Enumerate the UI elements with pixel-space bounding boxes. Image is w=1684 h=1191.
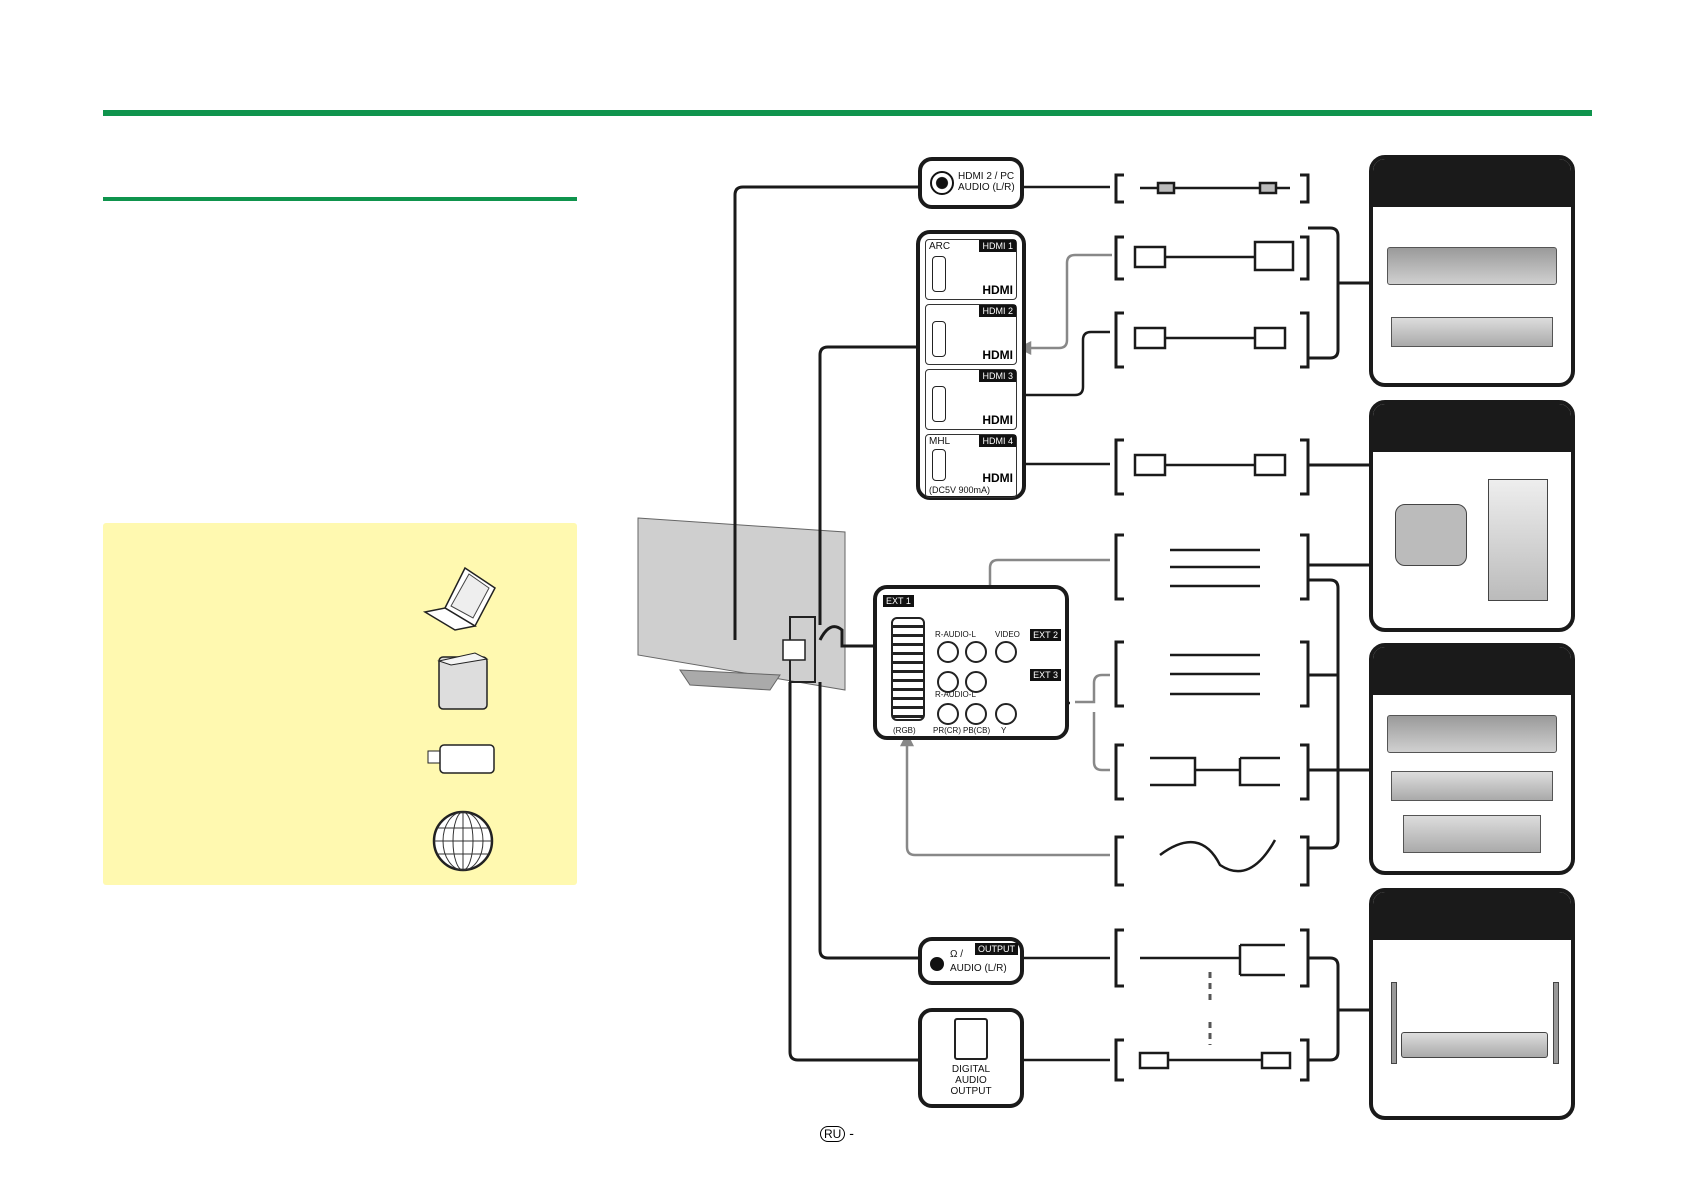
tv-wires xyxy=(733,185,930,1062)
note-icons xyxy=(422,566,496,872)
speaker-right-icon xyxy=(1553,982,1559,1064)
device-panel-audio xyxy=(1369,888,1575,1120)
hdmi-logo: HDMI xyxy=(982,413,1013,427)
hdmi-1-label: HDMI 1 xyxy=(979,240,1016,252)
ext-port-panel: EXT 1 (RGB) R-AUDIO-L VIDEO EXT 2 EXT 3 … xyxy=(873,585,1069,740)
device-panel-camera-console xyxy=(1369,400,1575,632)
device-panel-header xyxy=(1373,647,1571,695)
dvd-player-icon xyxy=(1391,317,1553,347)
hdmi-logo: HDMI xyxy=(982,283,1013,297)
rgb-label: (RGB) xyxy=(893,726,916,735)
hdmi-port-2: HDMI 2 HDMI xyxy=(925,304,1017,365)
header-rule xyxy=(103,110,1592,116)
tv-rear-illustration xyxy=(637,517,846,691)
hdmi-socket-icon xyxy=(932,386,946,422)
device-panel-header xyxy=(1373,159,1571,207)
rca-jacks xyxy=(937,641,1027,725)
scart-socket-icon xyxy=(891,617,925,721)
page-footer: RU - xyxy=(820,1125,854,1142)
device-panel-header xyxy=(1373,892,1571,940)
vcr-icon xyxy=(1403,815,1541,853)
game-console-icon xyxy=(1488,479,1548,601)
mhl-label: MHL xyxy=(929,436,951,447)
headphone-symbol: Ω / xyxy=(950,949,964,960)
usb-hdd-icon xyxy=(437,652,489,710)
globe-icon xyxy=(432,810,494,872)
device-panel-av-players xyxy=(1369,643,1575,875)
ext2-label: EXT 2 xyxy=(1030,629,1061,641)
cables xyxy=(1133,181,1295,1070)
blu-ray-player-icon xyxy=(1387,247,1557,285)
headphone-jack-icon xyxy=(930,957,944,971)
device-panel-players xyxy=(1369,155,1575,387)
headphone-port-panel: OUTPUT Ω / AUDIO (L/R) xyxy=(918,937,1024,985)
hdmi-2-label: HDMI 2 xyxy=(979,305,1016,317)
pc-audio-label-1: HDMI 2 / PC xyxy=(958,171,1015,182)
pr-label: PR(CR) xyxy=(933,726,961,735)
speaker-left-icon xyxy=(1391,982,1397,1064)
hdmi-port-3: HDMI 3 HDMI xyxy=(925,369,1017,430)
pc-audio-port-panel: HDMI 2 / PC AUDIO (L/R) xyxy=(918,157,1024,209)
y-label: Y xyxy=(1001,726,1007,735)
home-theater-system-icon xyxy=(1401,1032,1548,1058)
hdmi-port-4: MHL HDMI 4 HDMI (DC5V 900mA) xyxy=(925,434,1017,498)
hdmi-port-1: ARC HDMI 1 HDMI xyxy=(925,239,1017,300)
blu-ray-player-icon xyxy=(1387,715,1557,753)
page-dash: - xyxy=(849,1125,854,1141)
hdmi-socket-icon xyxy=(932,321,946,357)
digital-label-3: OUTPUT xyxy=(950,1086,992,1097)
hdmi-logo: HDMI xyxy=(982,471,1013,485)
headphone-label: AUDIO (L/R) xyxy=(950,963,1007,974)
ext2-audio-label: R-AUDIO-L xyxy=(935,630,976,639)
digital-label-2: AUDIO xyxy=(955,1075,987,1086)
ext3-audio-label: R-AUDIO-L xyxy=(935,690,976,699)
ext2-video-label: VIDEO xyxy=(995,630,1020,639)
laptop-icon xyxy=(422,566,496,631)
section-rule xyxy=(103,197,577,201)
pc-audio-label-2: AUDIO (L/R) xyxy=(958,182,1015,193)
usb-wireless-adapter-icon xyxy=(427,744,495,774)
note-box xyxy=(103,523,577,885)
optical-socket-icon xyxy=(954,1018,988,1060)
digital-label-1: DIGITAL xyxy=(951,1064,991,1075)
pb-label: PB(CB) xyxy=(963,726,991,735)
cable-brackets xyxy=(1114,173,1310,1082)
hdmi-port-panel: ARC HDMI 1 HDMI HDMI 2 HDMI HDMI 3 HDMI … xyxy=(916,230,1026,500)
arc-label: ARC xyxy=(929,241,951,252)
region-badge: RU xyxy=(820,1126,846,1142)
ext1-label: EXT 1 xyxy=(883,595,914,607)
device-bus-lines xyxy=(1308,226,1369,1062)
hdmi-logo: HDMI xyxy=(982,348,1013,362)
mhl-power-note: (DC5V 900mA) xyxy=(929,485,991,495)
hdmi-socket-icon xyxy=(932,449,946,481)
digital-audio-port-panel: DIGITAL AUDIO OUTPUT xyxy=(918,1008,1024,1108)
output-badge: OUTPUT xyxy=(975,943,1018,955)
ext3-label: EXT 3 xyxy=(1030,669,1061,681)
hdmi-socket-icon xyxy=(932,256,946,292)
camcorder-icon xyxy=(1395,504,1467,566)
dvd-player-icon xyxy=(1391,771,1553,801)
hdmi-4-label: HDMI 4 xyxy=(979,435,1016,447)
audio-jack-icon xyxy=(930,171,954,195)
hdmi-3-label: HDMI 3 xyxy=(979,370,1016,382)
device-panel-header xyxy=(1373,404,1571,452)
